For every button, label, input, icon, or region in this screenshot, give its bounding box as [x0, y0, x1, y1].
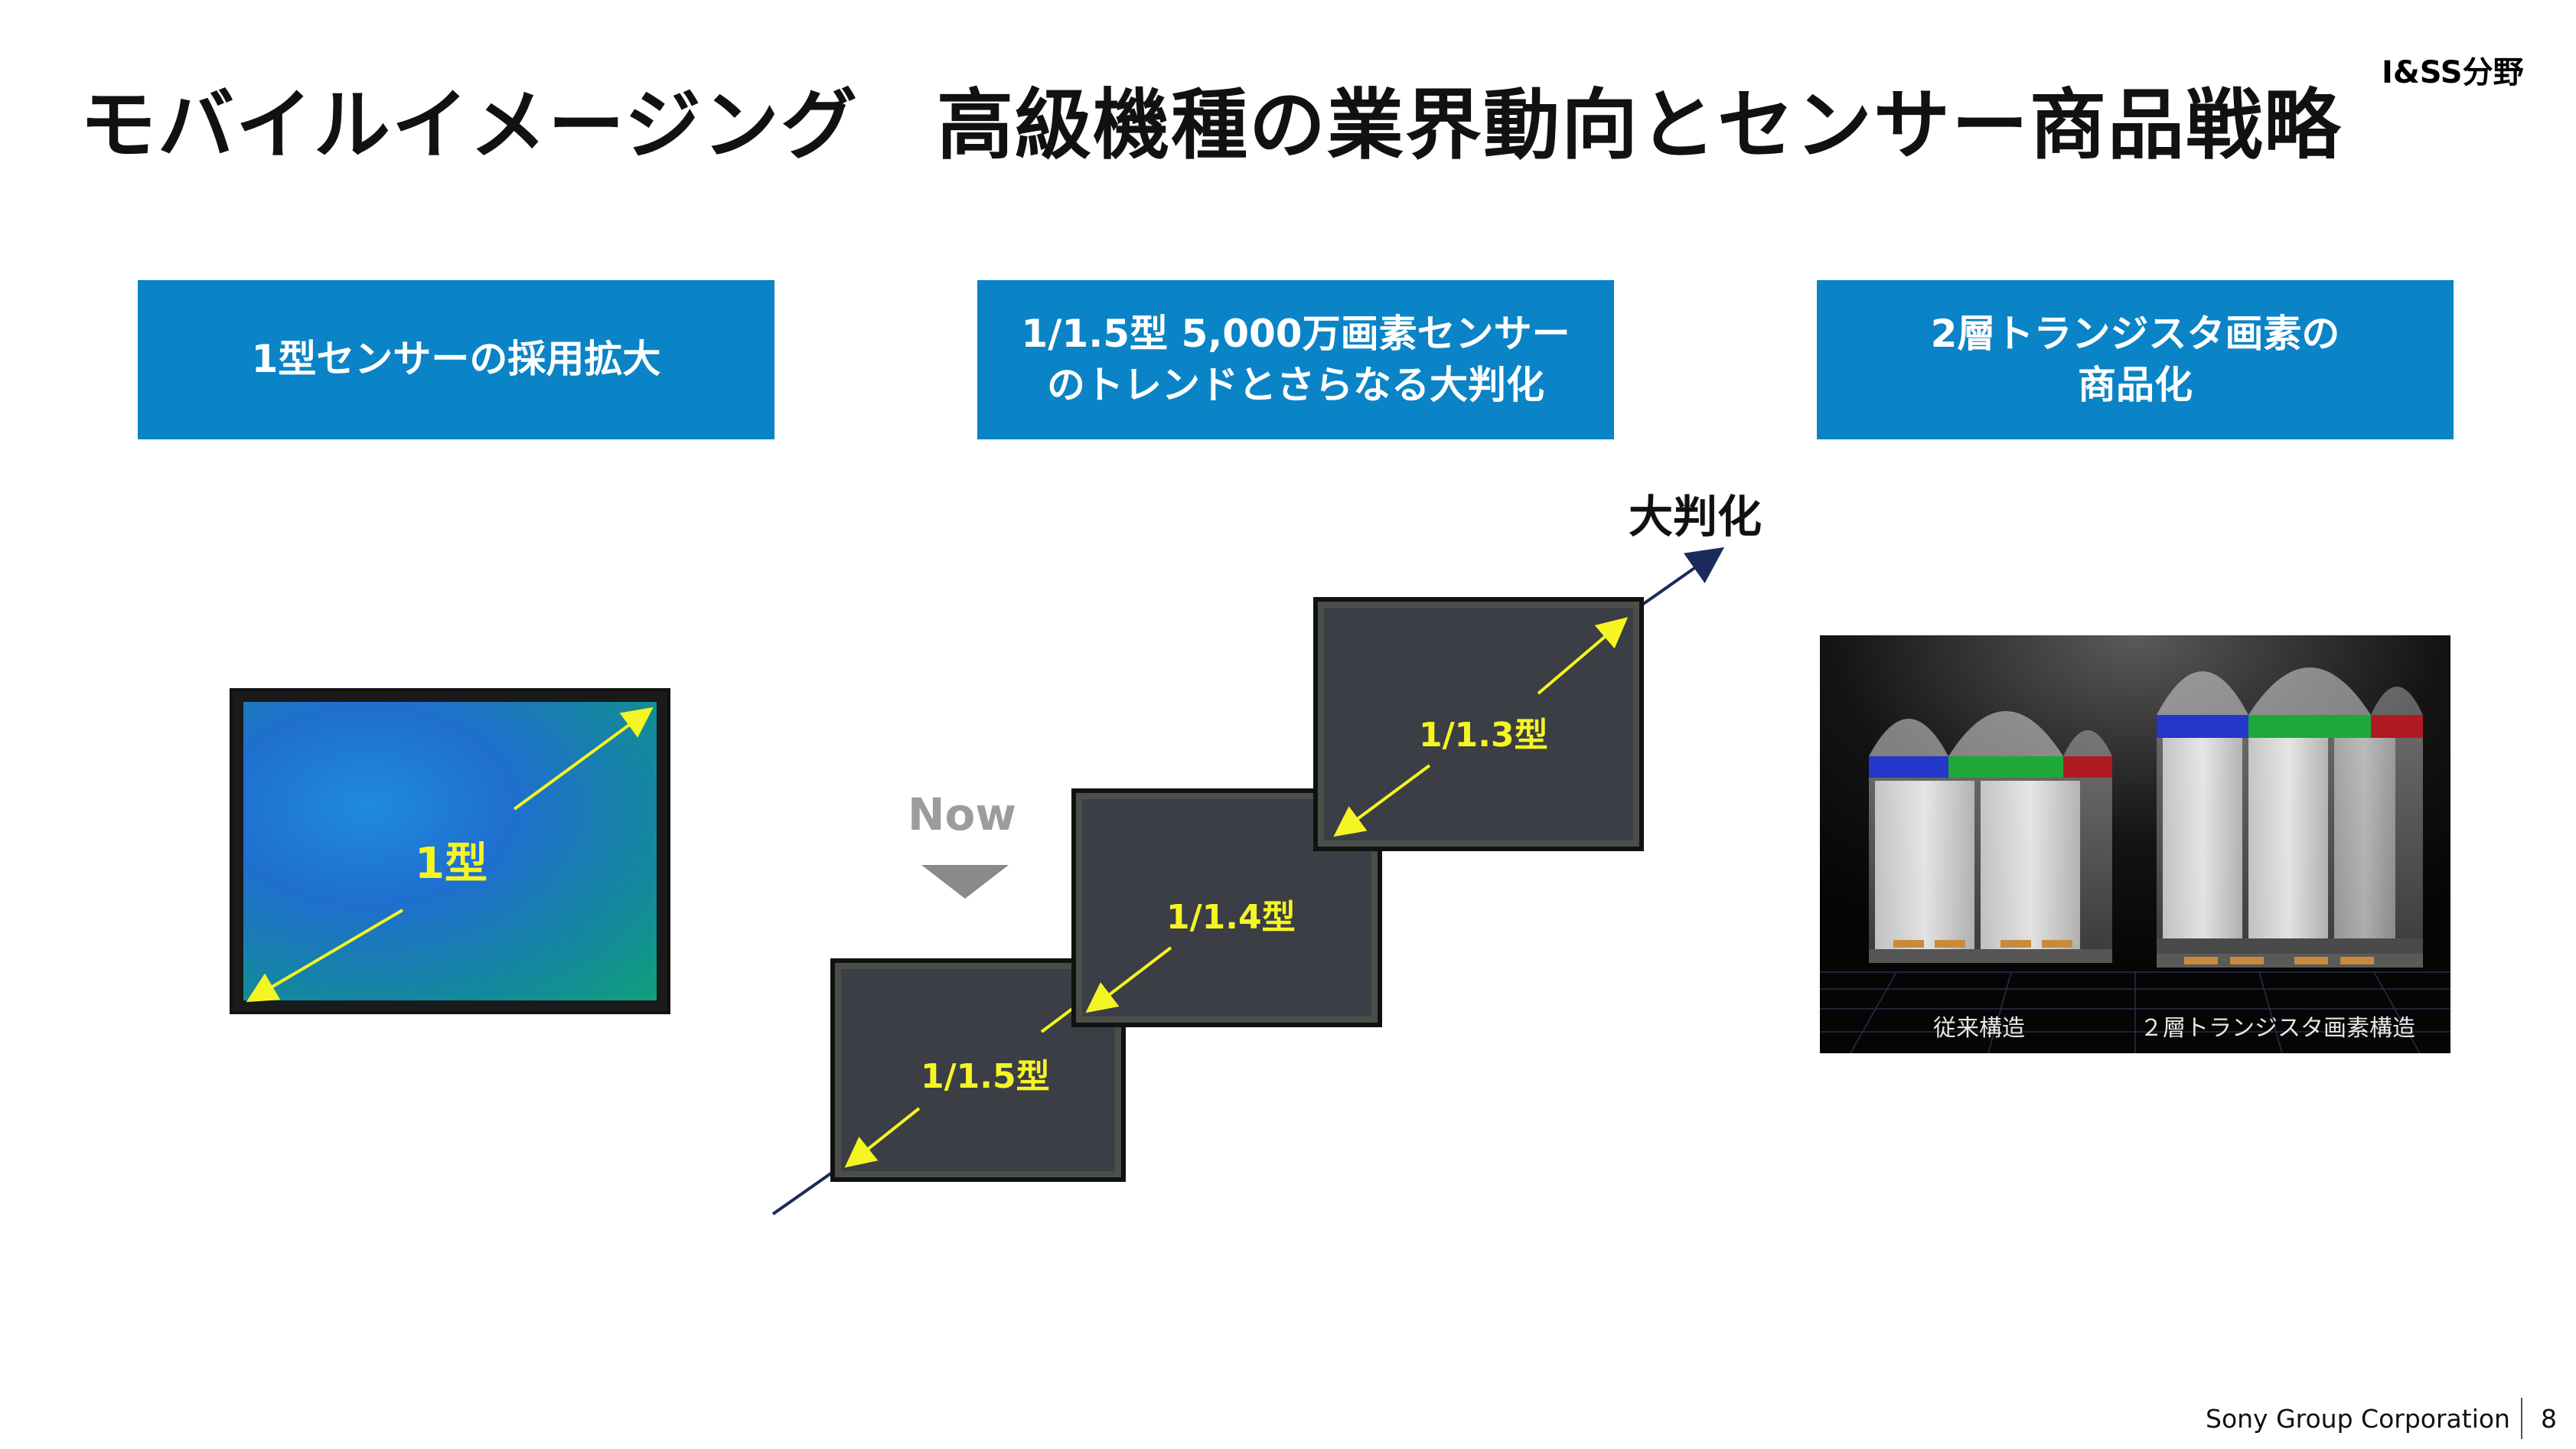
page-number: 8: [2541, 1404, 2557, 1434]
now-label: Now: [908, 788, 1016, 840]
larger-format-label: 大判化: [1629, 491, 1762, 543]
diagonal-arrow-icon: [246, 707, 654, 1003]
box-line: 1型センサーの採用拡大: [251, 337, 661, 382]
diagonal-arrow-icon: [1085, 946, 1172, 1013]
pixel-structure-illustration-icon: [1820, 635, 2450, 1053]
box-line: 商品化: [2078, 363, 2193, 407]
sensor-label: 1/1.3型: [1419, 716, 1548, 755]
page-title: モバイルイメージング 高級機種の業界動向とセンサー商品戦略: [80, 80, 2342, 170]
sensor-1inch-image: 1型: [230, 688, 670, 1014]
sensor-label: 1/1.4型: [1166, 898, 1296, 937]
box-line: 1/1.5型 5,000万画素センサー: [1021, 311, 1570, 356]
box-line: のトレンドとさらなる大判化: [1047, 363, 1544, 407]
sensor-label: 1/1.5型: [921, 1057, 1050, 1096]
footer-divider: [2521, 1398, 2522, 1439]
footer-company: Sony Group Corporation: [2206, 1404, 2510, 1434]
diagonal-arrow-icon: [1333, 617, 1629, 837]
box-2layer-transistor: 2層トランジスタ画素の 商品化: [1817, 280, 2454, 439]
caption-conventional: 従来構造: [1933, 1015, 2025, 1042]
pixel-structure-photo: 従来構造 ２層トランジスタ画素構造: [1820, 635, 2450, 1053]
box-line: 2層トランジスタ画素の: [1930, 311, 2340, 356]
division-label: I&SS分野: [2382, 55, 2524, 90]
box-large-format-trend: 1/1.5型 5,000万画素センサー のトレンドとさらなる大判化: [977, 280, 1614, 439]
sensor-1-1.3inch: 1/1.3型: [1313, 597, 1644, 851]
caption-2layer: ２層トランジスタ画素構造: [2140, 1015, 2415, 1042]
down-triangle-icon: [921, 865, 1009, 899]
box-1inch-adoption: 1型センサーの採用拡大: [138, 280, 774, 439]
sensor-1inch-label: 1型: [415, 839, 487, 889]
